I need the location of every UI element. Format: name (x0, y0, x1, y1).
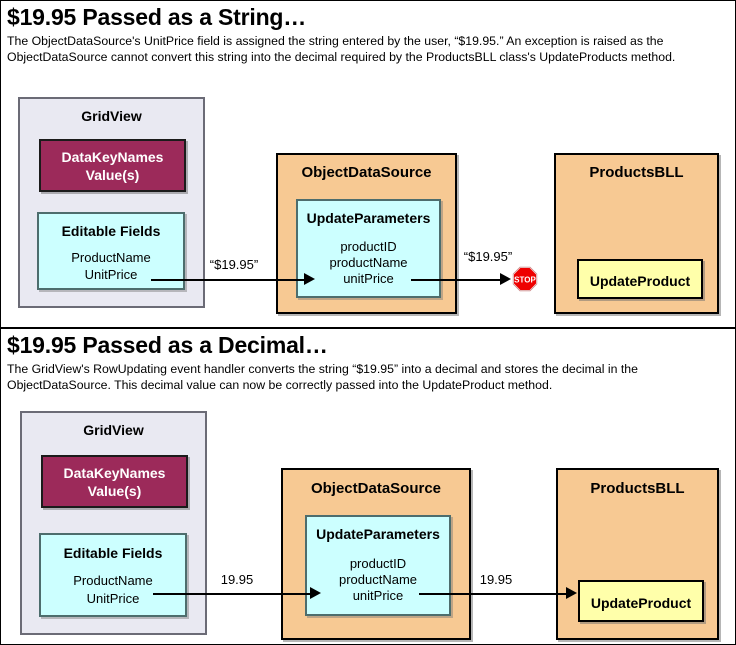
editable-field-productname-2: ProductName (73, 573, 153, 588)
section-2-description: The GridView's RowUpdating event handler… (7, 362, 638, 392)
updateparameter-productid-2: productID (349, 556, 407, 571)
editable-fields-title-1: Editable Fields (61, 223, 161, 239)
updateproduct-box-1: UpdateProduct (577, 259, 703, 299)
arrow-label-ods-to-bll-1: “$19.95” (463, 249, 513, 264)
svg-text:STOP: STOP (514, 275, 536, 284)
updateproduct-label-2: UpdateProduct (590, 595, 692, 611)
arrow-gridview-to-ods-1 (151, 279, 306, 281)
objectdatasource-title-1: ObjectDataSource (301, 164, 432, 181)
productsbll-container-2: ProductsBLL UpdateProduct (556, 468, 719, 640)
updateparameters-box-1: UpdateParameters productID productName u… (296, 199, 441, 298)
gridview-container-1: GridView DataKeyNames Value(s) Editable … (18, 97, 205, 308)
arrow-head-ods-to-bll-2 (566, 587, 577, 599)
arrow-gridview-to-ods-2 (153, 593, 312, 595)
arrow-label-ods-to-bll-2: 19.95 (479, 572, 513, 587)
datakeynames-line-2-2: Value(s) (87, 483, 142, 499)
section-2-title: $19.95 Passed as a Decimal… (7, 332, 328, 358)
section-1-title: $19.95 Passed as a String… (7, 4, 307, 30)
datakeynames-line-2: Value(s) (85, 167, 140, 183)
arrow-head-gridview-to-ods-1 (304, 273, 315, 285)
gridview-title-2: GridView (83, 422, 144, 438)
arrow-head-ods-to-bll-1 (500, 273, 511, 285)
updateparameter-unitprice-2: unitPrice (352, 588, 404, 603)
arrow-ods-to-bll-1 (411, 279, 504, 281)
editable-field-productname-1: ProductName (71, 250, 151, 265)
updateparameter-productname-2: productName (338, 572, 418, 587)
stop-sign-icon: STOP (512, 266, 538, 292)
datakeynames-box-2: DataKeyNames Value(s) (41, 455, 188, 508)
productsbll-title-1: ProductsBLL (589, 164, 684, 181)
productsbll-title-2: ProductsBLL (590, 480, 685, 497)
editable-fields-box-1: Editable Fields ProductName UnitPrice (37, 212, 185, 290)
updateparameter-unitprice-1: unitPrice (343, 271, 394, 286)
objectdatasource-container-1: ObjectDataSource UpdateParameters produc… (276, 153, 457, 314)
updateproduct-box-2: UpdateProduct (578, 580, 704, 622)
section-decimal: $19.95 Passed as a Decimal… The GridView… (1, 327, 735, 644)
gridview-container-2: GridView DataKeyNames Value(s) Editable … (20, 411, 207, 635)
editable-fields-title-2: Editable Fields (63, 545, 163, 561)
datakeynames-line-1: DataKeyNames (61, 149, 164, 165)
productsbll-container-1: ProductsBLL UpdateProduct (554, 153, 719, 314)
arrow-label-gridview-to-ods-2: 19.95 (220, 572, 254, 587)
updateparameters-box-2: UpdateParameters productID productName u… (305, 515, 451, 616)
objectdatasource-title-2: ObjectDataSource (310, 480, 442, 497)
editable-fields-box-2: Editable Fields ProductName UnitPrice (39, 533, 187, 617)
editable-field-unitprice-1: UnitPrice (84, 267, 138, 282)
arrow-head-gridview-to-ods-2 (310, 587, 321, 599)
updateparameter-productid-1: productID (340, 239, 397, 254)
section-1-description: The ObjectDataSource's UnitPrice field i… (7, 34, 676, 64)
objectdatasource-container-2: ObjectDataSource UpdateParameters produc… (281, 468, 471, 640)
gridview-title-1: GridView (81, 108, 142, 124)
updateparameters-title-1: UpdateParameters (306, 210, 431, 226)
updateproduct-label-1: UpdateProduct (589, 273, 691, 289)
arrow-label-gridview-to-ods-1: “$19.95” (209, 257, 259, 272)
section-string: $19.95 Passed as a String… The ObjectDat… (1, 1, 735, 327)
updateparameters-title-2: UpdateParameters (316, 526, 440, 542)
updateparameter-productname-1: productName (329, 255, 408, 270)
arrow-ods-to-bll-2 (419, 593, 571, 595)
datakeynames-box-1: DataKeyNames Value(s) (39, 139, 186, 192)
editable-field-unitprice-2: UnitPrice (86, 591, 140, 606)
datakeynames-line-1-2: DataKeyNames (63, 465, 166, 481)
